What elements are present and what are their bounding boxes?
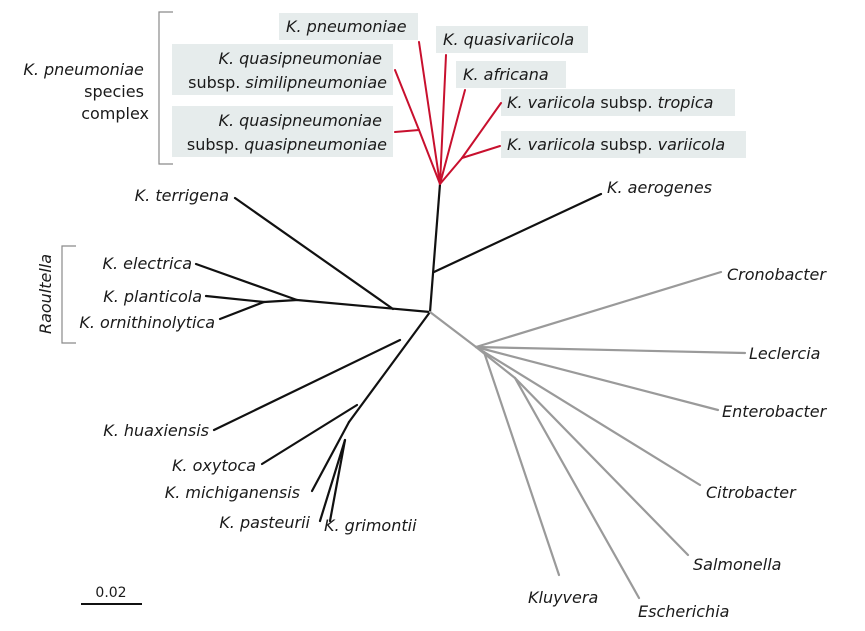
branch-africana xyxy=(439,89,466,185)
label-k-oxytoca: K. oxytoca xyxy=(172,456,256,475)
branch-variicola xyxy=(461,145,501,159)
label-leclercia: Leclercia xyxy=(749,344,820,363)
label-k-quasipneumoniae-quasipneumoniae: K. quasipneumoniae subsp. quasipneumonia… xyxy=(187,111,387,154)
raoultella-group-label: Raoultella xyxy=(36,254,55,334)
kpsc-branches xyxy=(394,41,502,185)
label-box-similipneumoniae xyxy=(172,44,393,95)
label-k-huaxiensis: K. huaxiensis xyxy=(103,421,209,440)
kpsc-group-line2: species xyxy=(84,82,144,101)
scale-bar-label: 0.02 xyxy=(95,585,126,601)
label-kluyvera: Kluyvera xyxy=(528,588,598,607)
sim-line1: K. quasipneumoniae xyxy=(218,49,382,68)
label-k-quasipneumoniae-similipneumoniae: K. quasipneumoniae subsp. similipneumoni… xyxy=(188,49,387,92)
label-k-africana: K. africana xyxy=(463,65,549,84)
label-k-michiganensis: K. michiganensis xyxy=(165,483,300,502)
branch-enterobacter xyxy=(474,345,720,412)
branch-leclercia xyxy=(474,345,747,355)
branch-oxytoca xyxy=(260,403,359,466)
sim-subsp: subsp. xyxy=(188,73,245,92)
label-box-africana xyxy=(456,61,566,88)
branch-aerogenes xyxy=(432,192,603,274)
branch-electrica xyxy=(194,262,299,302)
label-k-planticola: K. planticola xyxy=(103,287,202,306)
kpsc-group-label: K. pneumoniae species complex xyxy=(23,60,149,123)
var-species: K. variicola xyxy=(507,135,595,154)
klebsiella-branches xyxy=(194,182,603,523)
branch-quasipneumoniae xyxy=(394,129,420,133)
quasi-line2: subsp. quasipneumoniae xyxy=(187,135,387,154)
sim-line2: subsp. similipneumoniae xyxy=(188,73,387,92)
kpsc-group-line1: K. pneumoniae xyxy=(23,60,144,79)
branch-escherichia xyxy=(513,376,641,600)
label-k-quasivariicola: K. quasivariicola xyxy=(443,30,574,49)
branch-kpsc-sim-stem xyxy=(418,129,441,185)
branch-tropica xyxy=(461,102,502,159)
label-box-variicola xyxy=(501,131,746,158)
branch-salmonella xyxy=(513,376,690,557)
quasi-line1: K. quasipneumoniae xyxy=(218,111,382,130)
label-citrobacter: Citrobacter xyxy=(706,483,797,502)
branch-kpsc-var-stem xyxy=(439,157,463,185)
var-subsp: subsp. xyxy=(595,135,657,154)
label-k-pasteurii: K. pasteurii xyxy=(219,513,310,532)
branch-planticola xyxy=(204,294,266,304)
raoultella-bracket xyxy=(61,245,76,344)
kpsc-bracket xyxy=(158,11,173,165)
label-k-terrigena: K. terrigena xyxy=(135,186,229,205)
branch-kluyvera xyxy=(482,350,561,577)
branch-michiganensis xyxy=(310,420,351,493)
branch-grimontii xyxy=(328,438,347,523)
branch-pasteurii xyxy=(318,438,347,523)
branch-similipneumoniae xyxy=(394,69,420,131)
label-salmonella: Salmonella xyxy=(693,555,781,574)
branch-root-to-kpsc xyxy=(428,182,442,314)
branch-citrobacter xyxy=(474,345,702,487)
kpsc-group-line3: complex xyxy=(81,104,149,123)
label-box-quasivariicola xyxy=(436,26,588,53)
branch-terrigena xyxy=(233,196,395,311)
label-box-pneumoniae xyxy=(279,13,418,40)
trop-species: K. variicola xyxy=(507,93,595,112)
label-box-tropica xyxy=(501,89,735,116)
branch-root-to-outgroups xyxy=(428,310,478,349)
label-k-electrica: K. electrica xyxy=(103,254,193,273)
branch-to-salmonella-clade xyxy=(474,345,517,380)
label-enterobacter: Enterobacter xyxy=(722,402,828,421)
branch-huaxiensis xyxy=(212,338,402,432)
branch-root-to-raoultella xyxy=(295,298,432,314)
trop-name: tropica xyxy=(658,93,714,112)
quasi-name: quasipneumoniae xyxy=(244,135,387,154)
outgroup-branches xyxy=(428,270,747,600)
branch-cronobacter xyxy=(474,270,723,349)
branch-pneumoniae xyxy=(418,41,441,185)
branch-ornithinolytica xyxy=(218,300,266,321)
label-k-ornithinolytica: K. ornithinolytica xyxy=(79,313,215,332)
label-escherichia: Escherichia xyxy=(638,602,729,621)
quasi-subsp: subsp. xyxy=(187,135,244,154)
label-box-quasipneumoniae xyxy=(172,106,393,157)
trop-subsp: subsp. xyxy=(595,93,657,112)
label-cronobacter: Cronobacter xyxy=(727,265,827,284)
label-k-variicola-variicola: K. variicola subsp. variicola xyxy=(507,135,725,154)
var-name: variicola xyxy=(658,135,726,154)
branch-root-to-oxytoca xyxy=(347,310,432,424)
label-k-variicola-tropica: K. variicola subsp. tropica xyxy=(507,93,713,112)
sim-name: similipneumoniae xyxy=(245,73,387,92)
label-k-aerogenes: K. aerogenes xyxy=(607,178,712,197)
label-k-grimontii: K. grimontii xyxy=(324,516,417,535)
branch-raoultella-inner xyxy=(262,298,299,304)
label-k-pneumoniae: K. pneumoniae xyxy=(286,17,407,36)
branch-quasivariicola xyxy=(439,54,447,185)
